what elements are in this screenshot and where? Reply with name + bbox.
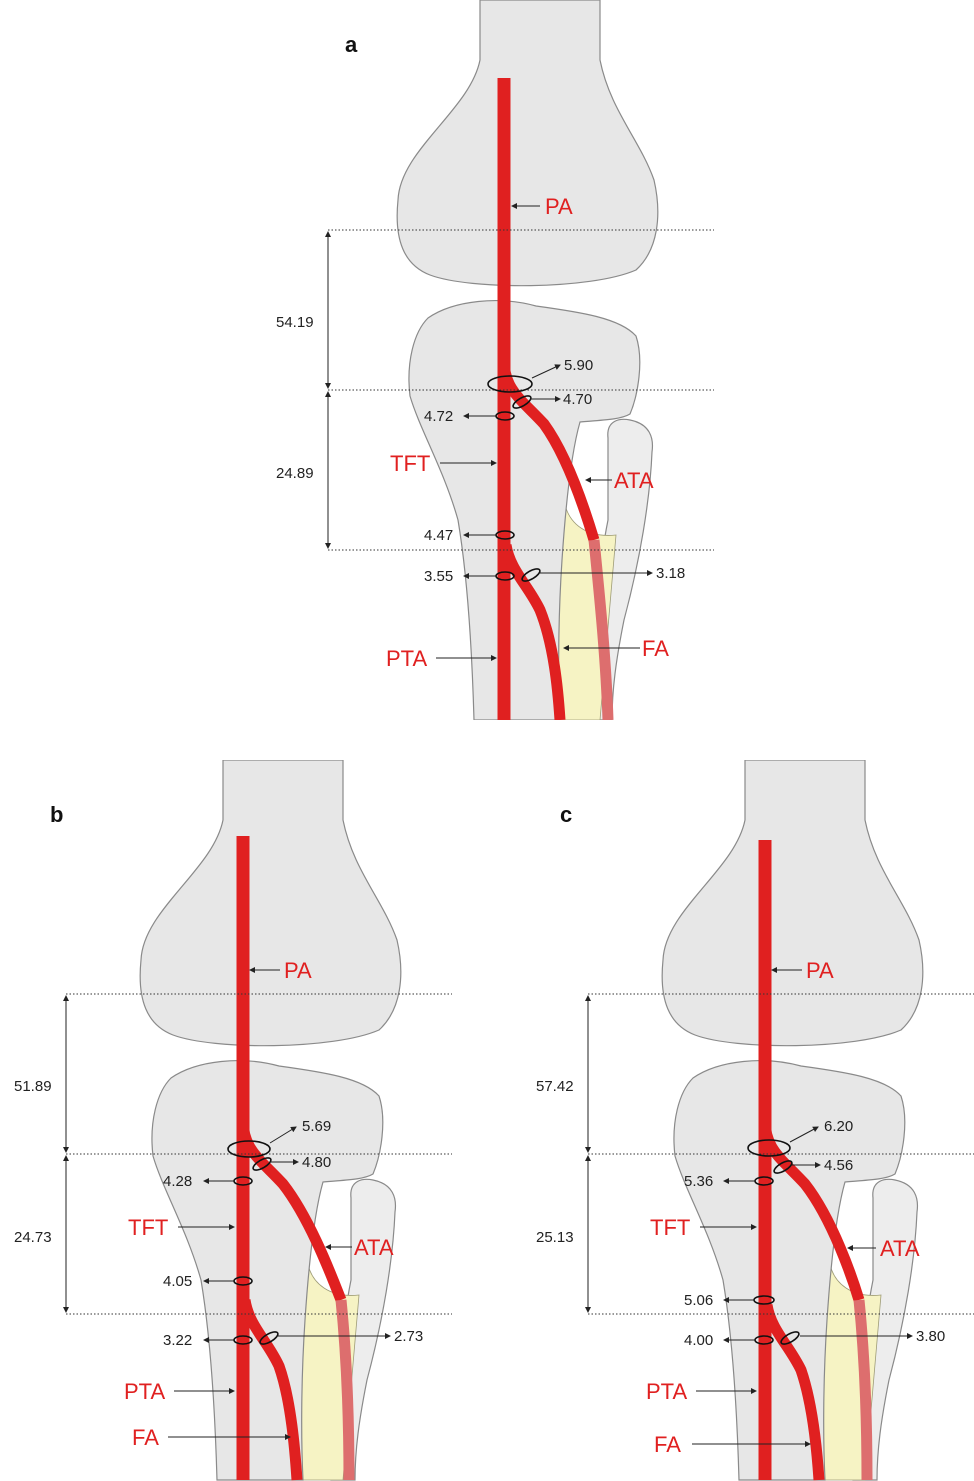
label-tft: TFT (390, 451, 430, 476)
label-fa: FA (654, 1432, 681, 1457)
diameter-tft-upper: 4.72 (424, 408, 453, 425)
diameter-pta: 3.22 (163, 1332, 192, 1349)
label-pta: PTA (646, 1379, 687, 1404)
diameter-tft-upper: 5.36 (684, 1173, 713, 1190)
panel-letter: a (345, 32, 358, 57)
diameter-tft-lower: 4.47 (424, 527, 453, 544)
dimension-upper: 51.89 (14, 1078, 52, 1095)
diameter-fa: 2.73 (394, 1328, 423, 1345)
dimension-upper: 57.42 (536, 1078, 574, 1095)
label-fa: FA (132, 1425, 159, 1450)
diameter-pta: 3.55 (424, 568, 453, 585)
dimension-lower: 25.13 (536, 1229, 574, 1246)
diameter-pa-origin: 5.69 (302, 1118, 331, 1135)
femur (140, 760, 401, 1046)
diameter-tft-lower: 5.06 (684, 1292, 713, 1309)
dimension-upper: 54.19 (276, 314, 314, 331)
diameter-fa: 3.80 (916, 1328, 945, 1345)
diameter-ata-origin: 4.80 (302, 1154, 331, 1171)
diameter-pa-origin: 6.20 (824, 1118, 853, 1135)
label-ata: ATA (880, 1236, 920, 1261)
diameter-pta: 4.00 (684, 1332, 713, 1349)
diameter-ata-origin: 4.56 (824, 1157, 853, 1174)
panel-b-figure (140, 760, 401, 1480)
panel-letter: c (560, 802, 572, 827)
panel-c-figure (662, 760, 923, 1480)
dimension-lower: 24.89 (276, 465, 314, 482)
panel-a-figure (0, 0, 974, 720)
diameter-tft-lower: 4.05 (163, 1273, 192, 1290)
diameter-tft-upper: 4.28 (163, 1173, 192, 1190)
label-fa: FA (642, 636, 669, 661)
diameter-pa-origin: 5.90 (564, 357, 593, 374)
label-pa: PA (545, 194, 573, 219)
label-tft: TFT (650, 1215, 690, 1240)
panel-letter: b (50, 802, 63, 827)
femur (662, 760, 923, 1046)
dimension-lower: 24.73 (14, 1229, 52, 1246)
label-ata: ATA (354, 1235, 394, 1260)
label-pta: PTA (386, 646, 427, 671)
label-tft: TFT (128, 1215, 168, 1240)
diameter-ata-origin: 4.70 (563, 391, 592, 408)
label-pa: PA (806, 958, 834, 983)
label-ata: ATA (614, 468, 654, 493)
label-pa: PA (284, 958, 312, 983)
label-pta: PTA (124, 1379, 165, 1404)
diameter-fa: 3.18 (656, 565, 685, 582)
